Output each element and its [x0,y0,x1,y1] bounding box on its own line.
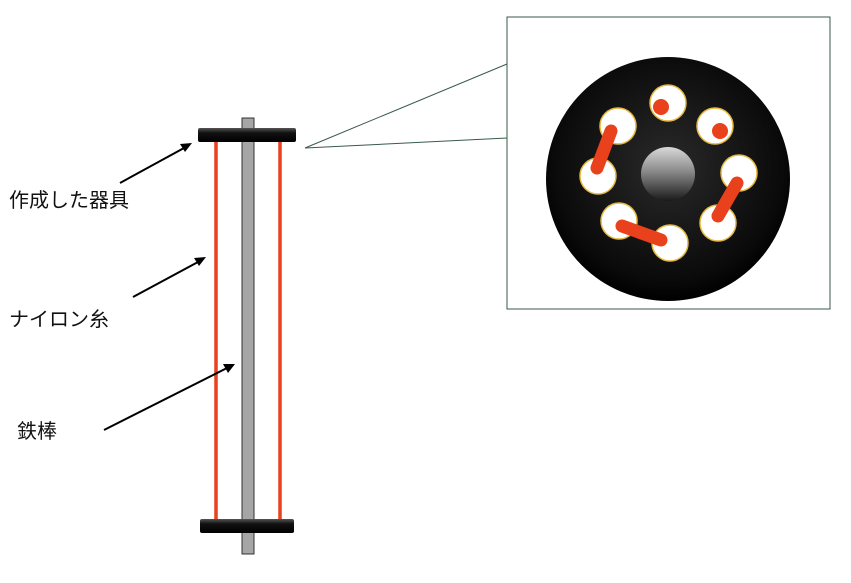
callout-line-upper [304,63,508,149]
label-apparatus: 作成した器具 [9,188,129,212]
thread-segment [615,219,668,247]
bottom-plate [200,519,294,533]
arrow-apparatus [119,143,192,184]
hub-rod-section [641,147,695,201]
disc-threads [590,124,744,247]
top-plate [198,128,296,142]
thread-ends [653,99,728,139]
thread-end [653,99,669,115]
thread-end [712,123,728,139]
callout-line-lower [304,137,508,149]
label-nylon-thread: ナイロン糸 [9,307,109,331]
iron-rod [241,117,255,555]
thread-segment [711,176,744,223]
arrow-nylon [132,257,206,298]
label-iron-rod: 鉄棒 [17,419,57,443]
thread-segment [590,124,618,175]
arrow-rod [103,364,235,431]
